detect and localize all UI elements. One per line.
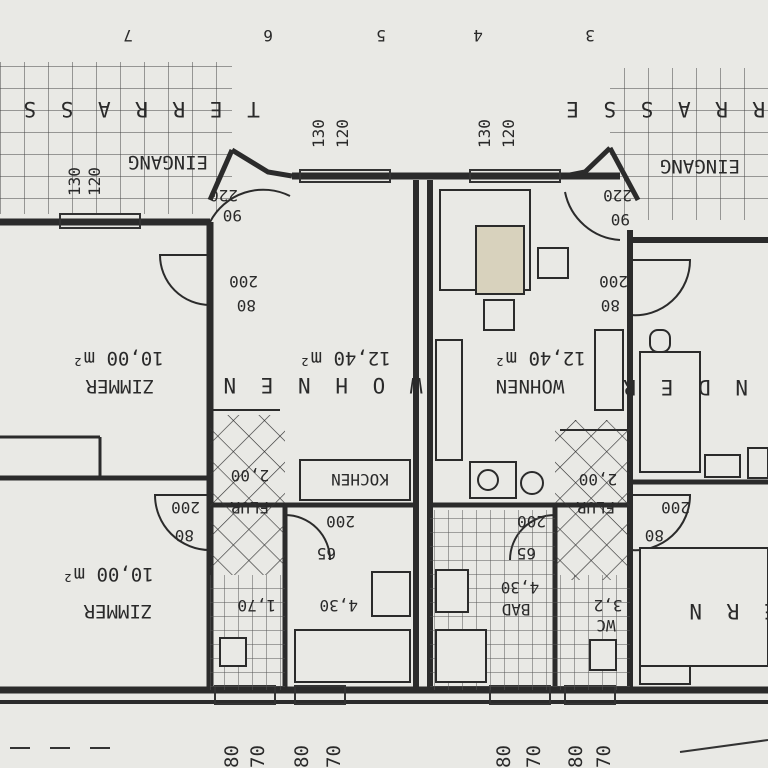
bottom-dim: 80: [493, 745, 515, 768]
room-area: 10,00 m²: [62, 563, 154, 585]
kids-room-label: E R N: [683, 599, 768, 623]
kids-room-label: K I N D E R: [617, 375, 768, 399]
door-dim: 200: [326, 512, 355, 531]
room-area: 10,00 m²: [72, 347, 164, 369]
door-dim: 65: [517, 544, 536, 563]
wc-floor-right: [555, 575, 630, 690]
wc-label: WC: [596, 616, 615, 635]
bathtub-right: [435, 629, 487, 683]
left-unit-labels: EINGANG 130 120 130 120 220 90 200 80 W …: [62, 119, 422, 622]
bottom-dim: 80: [221, 745, 243, 768]
hall-area: 2,00: [579, 470, 618, 489]
room-label: ZIMMER: [85, 375, 154, 397]
door-dim: 200: [517, 512, 546, 531]
terrace-left: [0, 62, 232, 214]
window-dim: 130: [309, 119, 328, 148]
living-area: 12,40 m²: [494, 347, 586, 369]
window-dim: 120: [499, 119, 518, 148]
door-dim: 80: [237, 296, 256, 315]
bottom-dim: 80: [565, 745, 587, 768]
bath-area: 4,30: [319, 596, 358, 615]
entrance-dim: 90: [611, 210, 630, 229]
column-number: 5: [376, 26, 386, 45]
door-dim: 200: [599, 272, 628, 291]
living-label: W O H N E N: [217, 373, 422, 397]
entrance-label: EINGANG: [660, 155, 740, 177]
entrance-label: EINGANG: [128, 151, 208, 173]
column-numbers: 7 6 5 4 3: [123, 26, 595, 45]
hall-label: FLUR: [230, 498, 269, 517]
column-number: 7: [123, 26, 133, 45]
door-dim: 80: [601, 296, 620, 315]
dash-marks: [10, 739, 768, 753]
fixtures: [219, 189, 768, 685]
window-dim: 130: [475, 119, 494, 148]
entrance-dim: 90: [223, 206, 242, 225]
entrance-dim: 220: [603, 186, 632, 205]
room-label: ZIMMER: [83, 600, 152, 622]
kitchen-counter: [299, 459, 411, 501]
wc-area: 1,70: [237, 596, 276, 615]
bottom-dim: 70: [593, 745, 615, 768]
column-number: 3: [585, 26, 595, 45]
bottom-dim: 70: [523, 745, 545, 768]
bath-area: 4,30: [501, 578, 540, 597]
window-dim: 130: [65, 167, 84, 196]
door-dim: 200: [171, 498, 200, 517]
right-unit-labels: EINGANG 130 120 220 90 200 80 WOHNEN 12,…: [475, 119, 768, 635]
living-area: 12,40 m²: [299, 347, 391, 369]
bottom-dims: 80 70 80 70 80 70 80 70: [221, 745, 615, 768]
wc-floor-left: [210, 575, 285, 690]
hall-label: FLUR: [576, 498, 615, 517]
door-dim: 80: [175, 526, 194, 545]
entrance-porches: [207, 146, 641, 202]
bath-label: BAD: [502, 600, 531, 619]
bottom-dim: 70: [323, 745, 345, 768]
hall-floor-right: [555, 420, 630, 580]
door-dim: 200: [661, 498, 690, 517]
living-label: WOHNEN: [496, 375, 565, 397]
hall-area: 2,00: [231, 466, 270, 485]
door-dim: 80: [645, 526, 664, 545]
terrace-label-left: T E R R A S S E: [0, 97, 260, 121]
bathtub: [294, 629, 411, 683]
entrance-dim: 220: [209, 186, 238, 205]
column-number: 6: [263, 26, 273, 45]
bottom-dim: 80: [291, 745, 313, 768]
wc-area: 3,2: [594, 596, 623, 615]
bottom-dim: 70: [247, 745, 269, 768]
window-dim: 120: [333, 119, 352, 148]
kitchen-label: KOCHEN: [331, 470, 389, 489]
window-dim: 120: [85, 167, 104, 196]
terrace-label-right: T E R R A S S E: [560, 97, 768, 121]
door-dim: 65: [317, 544, 336, 563]
hall-floor-left: [210, 415, 285, 575]
door-dim: 200: [229, 272, 258, 291]
column-number: 4: [473, 26, 483, 45]
